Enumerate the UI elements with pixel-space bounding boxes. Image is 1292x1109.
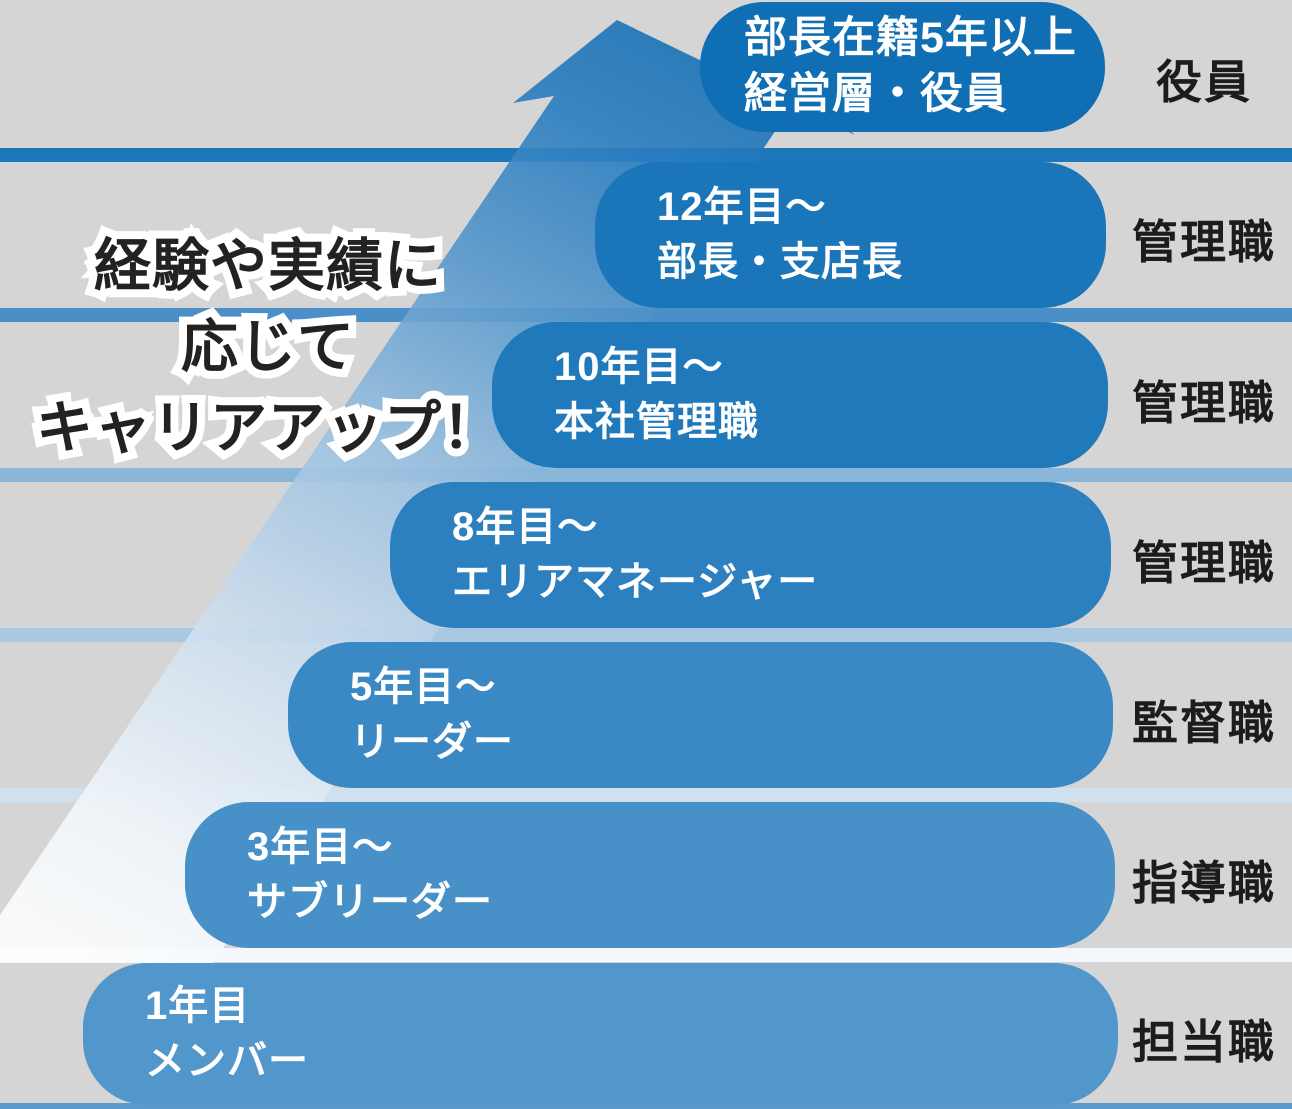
headline-line: 応じて 応じて	[173, 307, 362, 387]
category-label: 担当職	[1132, 1016, 1276, 1068]
stage-pill-year10: 10年目～ 本社管理職	[492, 322, 1108, 468]
headline: 経験や実績に 経験や実績に 応じて 応じて キャリアアップ！ キャリアアップ！	[28, 226, 508, 469]
category-label: 役員	[1156, 56, 1252, 108]
category-label: 管理職	[1132, 537, 1276, 589]
stage-period: 5年目～	[350, 664, 497, 709]
category-label: 指導職	[1132, 857, 1276, 909]
stage-role: 経営層・役員	[744, 70, 1008, 118]
stage-period: 1年目	[145, 983, 251, 1028]
stage-pill-year5: 5年目～ リーダー	[288, 642, 1113, 788]
stage-role: 部長・支店長	[657, 240, 903, 284]
band-divider	[0, 948, 1292, 962]
stage-pill-year8: 8年目～ エリアマネージャー	[390, 482, 1111, 628]
stage-period: 12年目～	[657, 184, 827, 229]
category-label: 監督職	[1132, 697, 1276, 749]
bottom-bar	[0, 1103, 1292, 1109]
stage-pill-year3: 3年目～ サブリーダー	[185, 802, 1115, 948]
stage-role: 本社管理職	[554, 400, 759, 444]
stage-period: 10年目～	[554, 344, 724, 389]
stage-role: メンバー	[145, 1039, 309, 1083]
stage-role: サブリーダー	[247, 880, 493, 924]
stage-pill-year1: 1年目 メンバー	[83, 963, 1118, 1105]
headline-line: 経験や実績に 経験や実績に	[86, 226, 449, 306]
category-label: 管理職	[1132, 216, 1276, 268]
category-label: 管理職	[1132, 377, 1276, 429]
stage-pill-executive: 部長在籍5年以上 経営層・役員	[700, 2, 1105, 132]
headline-line: キャリアアップ！ キャリアアップ！	[28, 388, 507, 468]
stage-pill-year12: 12年目～ 部長・支店長	[595, 162, 1106, 308]
stage-period: 3年目～	[247, 824, 394, 869]
stage-period: 部長在籍5年以上	[744, 14, 1077, 63]
stage-period: 8年目～	[452, 504, 599, 549]
stage-role: リーダー	[350, 720, 514, 764]
stage-role: エリアマネージャー	[452, 560, 819, 604]
